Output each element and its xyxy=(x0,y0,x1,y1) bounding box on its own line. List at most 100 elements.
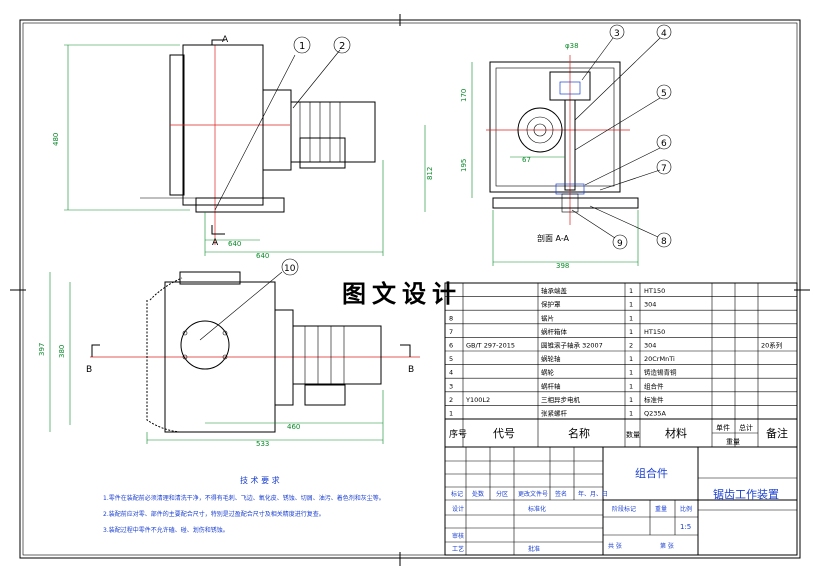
tb-review: 审核 xyxy=(452,532,464,540)
top-view: B B 10 397 380 460 533 xyxy=(38,258,420,448)
section-a-bottom-label: A xyxy=(212,238,219,248)
tb-sign: 签名 xyxy=(555,490,567,498)
bom-header-qty: 数量 xyxy=(626,430,640,439)
bom-cell-no: 6 xyxy=(449,342,453,350)
tb-change-doc: 更改文件号 xyxy=(518,490,548,498)
section-caption: 剖面 A-A xyxy=(537,233,570,243)
tb-mark: 标记 xyxy=(451,490,463,498)
bom-cell-qty: 1 xyxy=(629,355,633,363)
section-b-left-label: B xyxy=(86,365,92,375)
dim-front-height: 480 xyxy=(52,133,60,146)
tb-sheets-total: 共 张 xyxy=(608,542,622,550)
bom-cell-no: 2 xyxy=(449,396,453,404)
bom-header-single: 单件 xyxy=(716,423,730,432)
tb-count: 处数 xyxy=(472,490,484,498)
bom-cell-material: 304 xyxy=(644,301,656,309)
section-a-top-label: A xyxy=(222,35,229,45)
bom-cell-no: 3 xyxy=(449,382,453,390)
tb-stage-mark: 阶段标记 xyxy=(612,505,636,513)
bom-cell-name: 保护罩 xyxy=(541,300,561,309)
bom-cell-qty: 1 xyxy=(629,369,633,377)
dim-top-460: 460 xyxy=(287,423,300,431)
bom-cell-qty: 1 xyxy=(629,382,633,390)
bom-cell-no: 1 xyxy=(449,410,453,418)
bom-header-code: 代号 xyxy=(493,427,515,440)
bom-cell-qty: 2 xyxy=(629,342,633,350)
balloon-10: 10 xyxy=(284,264,296,274)
bom-cell-qty: 1 xyxy=(629,396,633,404)
bom-cell-qty: 1 xyxy=(629,287,633,295)
bom-cell-material: HT150 xyxy=(644,287,665,295)
tb-standardize: 标准化 xyxy=(528,505,546,513)
outer-frame xyxy=(19,19,801,559)
tb-approve: 批准 xyxy=(528,545,540,553)
bom-cell-no: 8 xyxy=(449,314,453,322)
bom-cell-name: 圆锥滚子轴承 32007 xyxy=(541,341,603,350)
balloon-7: 7 xyxy=(661,164,667,174)
bom-cell-qty: 1 xyxy=(629,314,633,322)
tb-date: 年、月、日 xyxy=(578,490,608,498)
dim-top-397: 397 xyxy=(38,343,46,356)
tb-scale: 比例 xyxy=(680,505,692,513)
bom-header-total: 总计 xyxy=(739,423,753,432)
bom-cell-name: 张紧螺杆 xyxy=(541,409,568,418)
technical-requirements: 技 术 要 求 1.零件在装配前必须清理和清洗干净，不得有毛刺、飞边、氧化皮、锈… xyxy=(103,475,385,534)
dim-side-d38: φ38 xyxy=(565,42,579,50)
bom-cell-qty: 1 xyxy=(629,301,633,309)
watermark-text: 图文设计 xyxy=(342,280,462,308)
bom-cell-material: 铸造锡青铜 xyxy=(644,368,677,377)
bom-cell-name: 锯片 xyxy=(541,313,554,322)
balloon-2: 2 xyxy=(339,41,345,52)
dim-front-812: 812 xyxy=(426,167,434,180)
bom-cell-material: Q235A xyxy=(644,410,667,418)
bom-cell-note: 20系列 xyxy=(761,341,782,350)
bom-cell-material: 304 xyxy=(644,342,656,350)
tech-item-2: 2.装配前应对零、部件的主要配合尺寸，特别是过盈配合尺寸及相关精度进行复查。 xyxy=(103,510,325,518)
tb-weight: 重量 xyxy=(655,505,667,513)
dim-side-398: 398 xyxy=(556,262,569,270)
tb-process: 工艺 xyxy=(452,545,464,553)
bom-cell-name: 蜗轮 xyxy=(541,368,555,377)
bom-cell-name: 三相异步电机 xyxy=(541,395,581,404)
dim-top-380: 380 xyxy=(58,345,66,358)
tb-assembly: 组合件 xyxy=(635,466,668,480)
tech-item-1: 1.零件在装配前必须清理和清洗干净，不得有毛刺、飞边、氧化皮、锈蚀、切屑、油污、… xyxy=(103,494,385,502)
bom-cell-no: 7 xyxy=(449,328,453,336)
balloon-9: 9 xyxy=(617,239,623,249)
dim-side-195: 195 xyxy=(460,159,468,172)
balloon-1: 1 xyxy=(299,41,305,52)
bom-cell-code: Y100L2 xyxy=(465,396,490,404)
title-block: 标记 处数 分区 更改文件号 签名 年、月、日 设计 标准化 审核 工艺 批准 … xyxy=(444,446,798,556)
dim-side-170: 170 xyxy=(460,89,468,102)
dim-top-533: 533 xyxy=(256,440,269,448)
bom-cell-name: 轴承端盖 xyxy=(541,286,568,295)
bom-cell-material: 标准件 xyxy=(644,395,664,404)
balloon-6: 6 xyxy=(661,139,667,149)
dim-front-640a: 640 xyxy=(228,240,241,248)
bom-cell-material: 20CrMnTi xyxy=(644,355,675,363)
section-b-right-label: B xyxy=(408,365,414,375)
bom-cell-qty: 1 xyxy=(629,410,633,418)
dim-front-640b: 640 xyxy=(256,252,269,260)
dim-side-67: 67 xyxy=(522,156,531,164)
tb-drawing-name: 锯齿工作装置 xyxy=(713,487,779,501)
bom-header-material: 材料 xyxy=(665,426,687,440)
balloon-3: 3 xyxy=(614,29,620,39)
bom-cell-code: GB/T 297-2015 xyxy=(466,342,515,350)
bom-cell-name: 蜗杆箱体 xyxy=(541,327,568,336)
tb-zone: 分区 xyxy=(496,490,508,498)
tb-scale-value: 1:5 xyxy=(680,523,691,531)
bom-cell-qty: 1 xyxy=(629,328,633,336)
tech-title: 技 术 要 求 xyxy=(240,475,280,485)
bom-header-name: 名称 xyxy=(568,426,590,440)
bom-header-weight: 重量 xyxy=(726,438,740,446)
bom-cell-material: HT150 xyxy=(644,328,665,336)
balloon-8: 8 xyxy=(661,237,667,247)
tb-design: 设计 xyxy=(452,505,464,513)
tb-sheet-no: 第 张 xyxy=(660,542,674,550)
balloon-4: 4 xyxy=(661,29,667,39)
tech-item-3: 3.装配过程中零件不允许磕、碰、划伤和锈蚀。 xyxy=(103,526,229,534)
